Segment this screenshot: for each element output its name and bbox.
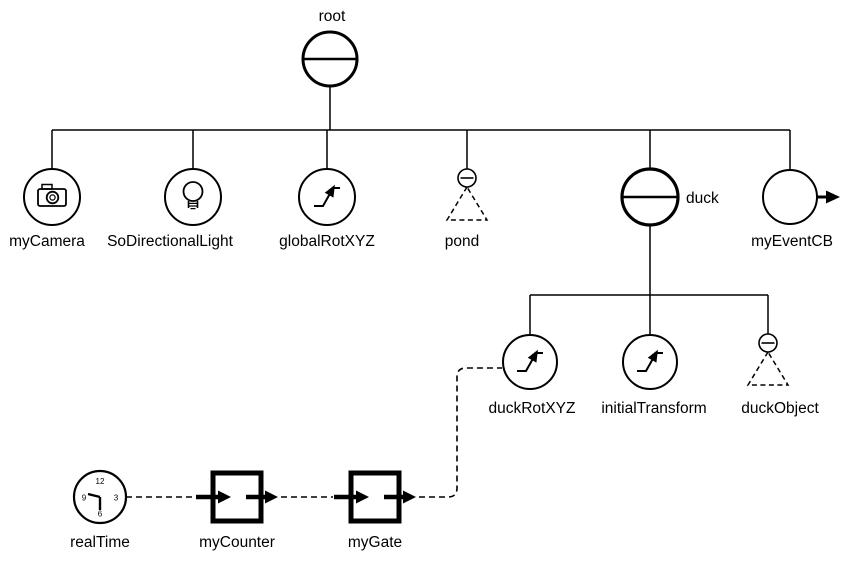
camera-lens-inner — [49, 194, 56, 201]
node-label-myeventcb: myEventCB — [751, 233, 833, 250]
node-circle — [762, 169, 818, 225]
clock-number-9: 9 — [82, 494, 87, 503]
node-label-duckrotxyz: duckRotXYZ — [488, 400, 575, 417]
node-globalrotxyz: globalRotXYZ — [279, 168, 375, 250]
node-mycounter: myCounter — [196, 470, 278, 551]
node-label-globalrotxyz: globalRotXYZ — [279, 233, 375, 250]
camera-viewfinder — [41, 183, 53, 190]
node-label-root: root — [319, 8, 346, 25]
bulb-base-sides — [187, 201, 199, 208]
subgraph-icon — [746, 333, 790, 386]
transform-arrow — [637, 349, 658, 372]
callback-output-arrow-icon — [817, 190, 840, 204]
camera-icon — [37, 183, 67, 207]
transform-arrow — [314, 184, 335, 207]
clock-hands — [87, 492, 102, 510]
engine-icon — [334, 470, 416, 524]
subgraph-triangle — [746, 350, 790, 386]
node-mygate: myGate — [334, 470, 416, 551]
node-label-initialtransform: initialTransform — [601, 400, 706, 417]
callback-arrow-head — [826, 190, 840, 204]
node-realtime: 12 3 6 9 realTime — [70, 469, 130, 551]
node-duckrotxyz: duckRotXYZ — [488, 334, 576, 417]
transform-icon — [517, 349, 543, 372]
subgraph-triangle — [445, 185, 489, 221]
transform-icon — [637, 349, 663, 372]
camera-lens-outer — [45, 190, 60, 205]
node-mycamera: myCamera — [9, 168, 85, 250]
bulb-glass — [182, 181, 204, 202]
subgraph-icon — [445, 168, 489, 221]
node-duckobject: duckObject — [741, 333, 819, 417]
clock-number-6: 6 — [98, 510, 103, 519]
node-circle — [164, 168, 222, 226]
node-label-duck: duck — [686, 190, 719, 207]
node-label-mycounter: myCounter — [199, 534, 275, 551]
node-label-realtime: realTime — [70, 534, 130, 551]
node-label-duckobject: duckObject — [741, 400, 819, 417]
node-myeventcb: myEventCB — [751, 169, 840, 250]
node-duck: duck — [620, 167, 719, 227]
node-pond: pond — [445, 168, 489, 250]
engine-output-arrow-head — [265, 490, 278, 504]
transform-arrow — [517, 349, 538, 372]
scene-graph-edges — [51, 86, 791, 335]
clock-icon: 12 3 6 9 — [82, 477, 119, 519]
clock-number-12: 12 — [96, 477, 105, 486]
clock-number-3: 3 — [114, 494, 119, 503]
engine-connections — [126, 367, 502, 498]
engine-icon — [196, 470, 278, 524]
engine-input-arrow-head — [356, 490, 369, 504]
node-circle — [23, 168, 81, 226]
edge-mygate-to-duckrotxyz — [419, 367, 502, 498]
light-bulb-icon — [182, 181, 204, 210]
engine-output-arrow-head — [403, 490, 416, 504]
node-label-sodirectionallight: SoDirectionalLight — [107, 233, 233, 250]
engine-input-arrow-head — [218, 490, 231, 504]
bulb-base-threads — [188, 202, 198, 210]
node-root: root — [301, 8, 359, 88]
node-label-pond: pond — [445, 233, 479, 250]
node-label-mycamera: myCamera — [9, 233, 85, 250]
transform-icon — [314, 184, 340, 207]
node-sodirectionallight: SoDirectionalLight — [107, 168, 234, 250]
node-initialtransform: initialTransform — [601, 334, 707, 417]
node-label-mygate: myGate — [348, 534, 402, 551]
